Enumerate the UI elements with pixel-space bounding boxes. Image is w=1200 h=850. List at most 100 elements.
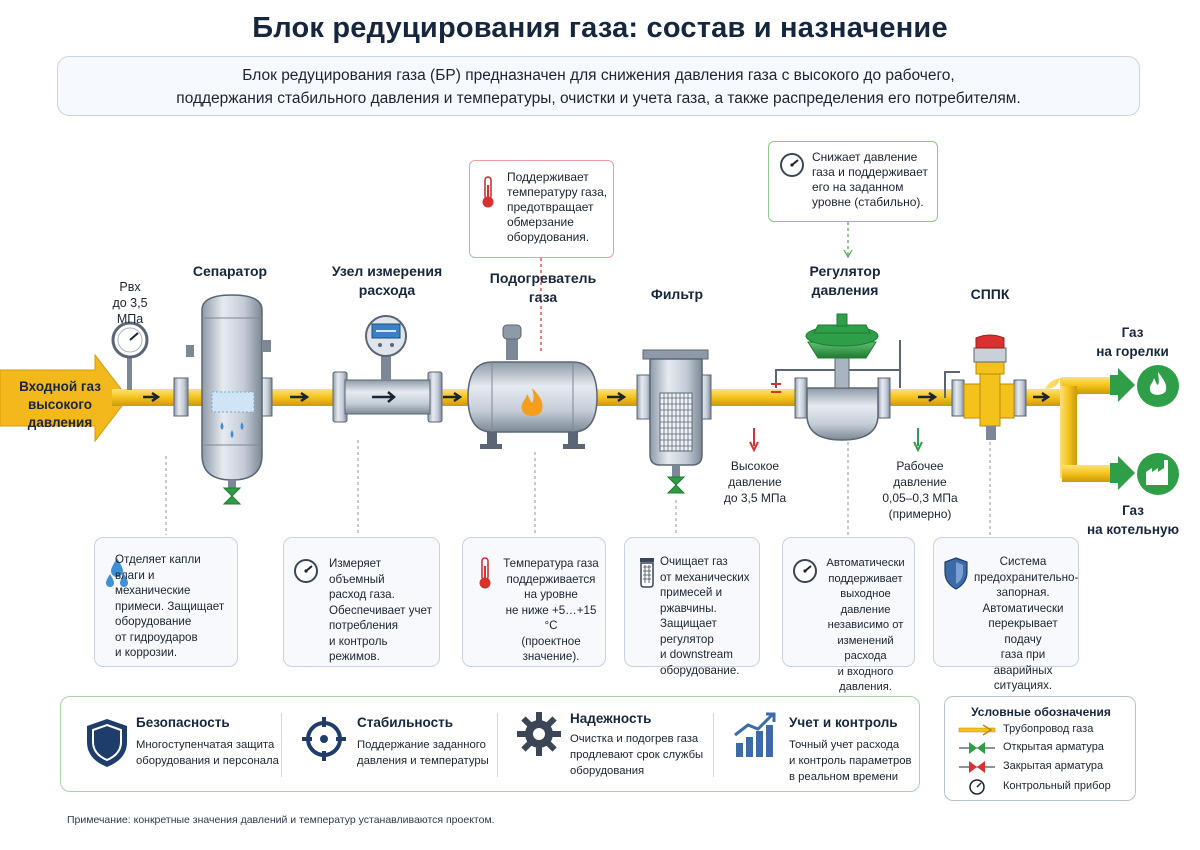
card-line: и входного давления. bbox=[837, 665, 894, 694]
benefit-line: оборудования и персонала bbox=[136, 755, 279, 767]
card-line: Измеряет объемный bbox=[329, 557, 385, 586]
regulator-callout: Снижает давление газа и поддерживает его… bbox=[768, 141, 938, 222]
outlet-boiler-label: Газ на котельную bbox=[1078, 501, 1188, 539]
regulator-label: Регулятор давления bbox=[790, 262, 900, 300]
card-line: поддерживается bbox=[506, 572, 596, 586]
benefit-line: давления и температуры bbox=[357, 755, 489, 767]
work-pressure-line: (примерно) bbox=[888, 507, 952, 521]
filter-drain-valve-open bbox=[666, 476, 686, 494]
intro-line-1: Блок редуцирования газа (БР) предназначе… bbox=[242, 67, 955, 84]
benefit-line: Многоступенчатая защита bbox=[136, 739, 275, 751]
card-line: от механических bbox=[660, 570, 750, 584]
card-line: Система bbox=[999, 555, 1047, 568]
outlet-arrow-boiler bbox=[1110, 456, 1135, 490]
heater-label-1: Подогреватель bbox=[489, 270, 597, 286]
inlet-pressure-gauge bbox=[111, 321, 149, 390]
benefit-title: Безопасность bbox=[136, 715, 230, 730]
heater-callout-line: оборудования. bbox=[507, 230, 590, 244]
separator-drain-valve-open bbox=[222, 487, 242, 505]
card-heater: Температура газа поддерживается на уровн… bbox=[462, 537, 606, 667]
high-pressure-arrow bbox=[749, 428, 759, 453]
water-drops-icon bbox=[106, 558, 128, 587]
heater-callout: Поддерживает температуру газа, предотвра… bbox=[469, 160, 614, 258]
outlet-pipe-bottom bbox=[1062, 465, 1112, 482]
card-line: влаги и механические bbox=[115, 568, 191, 598]
sppk-label: СППК bbox=[970, 286, 1010, 302]
card-line: на уровне bbox=[524, 588, 578, 601]
flow-arrow-2 bbox=[290, 391, 310, 403]
card-line: изменений расхода bbox=[837, 634, 894, 663]
crosshair-icon bbox=[302, 717, 346, 761]
inlet-label-1: Входной газ bbox=[19, 379, 101, 394]
outlet-burners-line: на горелки bbox=[1096, 344, 1169, 359]
benefit-line: Точный учет расхода bbox=[789, 739, 900, 751]
heater-callout-line: температуру газа, bbox=[507, 185, 608, 199]
heater-flame-icon bbox=[521, 388, 543, 416]
flow-meter bbox=[332, 315, 443, 423]
card-line: выходное давление bbox=[840, 588, 891, 616]
heater-callout-line: предотвращает bbox=[507, 200, 594, 214]
meter-label-1: Узел измерения bbox=[331, 263, 443, 279]
card-line: расход газа. bbox=[329, 588, 395, 601]
card-line: запорная. bbox=[996, 586, 1050, 599]
high-pressure-line: Высокое bbox=[730, 459, 780, 473]
growth-chart-icon bbox=[734, 712, 776, 757]
work-pressure-arrow bbox=[913, 428, 923, 453]
sppk-valve bbox=[944, 334, 1027, 440]
legend-item-open-valve: Открытая арматура bbox=[1003, 741, 1104, 753]
pressure-regulator bbox=[771, 313, 901, 441]
legend-item-gauge: Контрольный прибор bbox=[1003, 780, 1111, 792]
card-line: Температура газа bbox=[503, 557, 599, 570]
card-line: и контроль режимов. bbox=[329, 634, 388, 664]
outlet-burners-line: Газ bbox=[1121, 325, 1144, 340]
card-filter: Очищает газ от механических примесей и р… bbox=[624, 537, 760, 677]
gauge-icon bbox=[780, 153, 804, 177]
benefit-line: продлевают срок службы bbox=[570, 749, 704, 761]
legend-symbols bbox=[958, 724, 996, 795]
thermometer-icon bbox=[482, 176, 494, 208]
outlet-burners-label: Газ на горелки bbox=[1085, 323, 1180, 361]
high-pressure-line: до 3,5 МПа bbox=[723, 491, 787, 505]
page-title: Блок редуцирования газа: состав и назнач… bbox=[252, 12, 948, 44]
flow-arrow-5 bbox=[918, 391, 938, 403]
card-line: предохранительно- bbox=[974, 570, 1079, 584]
pipeline-legend-icon bbox=[958, 724, 996, 736]
regulator-callout-line: газа и поддерживает bbox=[812, 165, 928, 179]
meter-label-2: расхода bbox=[358, 282, 416, 298]
benefit-line: в реальном времени bbox=[789, 771, 899, 783]
card-line: не ниже +5…+15 °С bbox=[505, 603, 597, 633]
regulator-callout-line: уровне (стабильно). bbox=[812, 195, 924, 209]
card-line: примеси. Защищает bbox=[115, 599, 225, 613]
card-line: поддерживает bbox=[828, 572, 903, 585]
benefit-line: оборудования bbox=[570, 765, 645, 777]
gas-heater bbox=[467, 324, 598, 449]
high-pressure-line: давление bbox=[728, 475, 782, 489]
legend-item-closed-valve: Закрытая арматура bbox=[1003, 760, 1104, 772]
inlet-pressure-value: до 3,5 МПа bbox=[112, 296, 148, 326]
separator-label: Сепаратор bbox=[192, 263, 268, 279]
regulator-label-2: давления bbox=[811, 282, 879, 298]
heater-label-2: газа bbox=[528, 289, 558, 305]
benefit-reliability: Надежность Очистка и подогрев газа продл… bbox=[498, 697, 710, 793]
benefit-divider bbox=[713, 713, 714, 777]
benefit-divider bbox=[281, 713, 282, 777]
card-line: газа при аварийных bbox=[993, 648, 1053, 677]
filter-icon bbox=[640, 558, 654, 588]
card-line: Очищает газ bbox=[660, 555, 728, 568]
shield-icon bbox=[944, 557, 968, 590]
benefit-title: Стабильность bbox=[357, 715, 454, 730]
closed-valve-legend-icon bbox=[959, 761, 995, 773]
footnote: Примечание: конкретные значения давлений… bbox=[67, 814, 495, 826]
card-line: потребления bbox=[329, 619, 399, 632]
inlet-pressure-symbol: Рвх bbox=[119, 280, 141, 294]
benefit-stability: Стабильность Поддержание заданного давле… bbox=[282, 697, 496, 793]
work-pressure-line: давление bbox=[893, 475, 947, 489]
legend-item-pipeline: Трубопровод газа bbox=[1003, 723, 1094, 735]
inlet-label: Входной газ высокого давления bbox=[10, 378, 110, 432]
card-sppk: Система предохранительно- запорная. Авто… bbox=[933, 537, 1079, 692]
legend-title: Условные обозначения bbox=[971, 705, 1111, 719]
inlet-label-3: давления bbox=[27, 415, 93, 430]
gas-filter bbox=[636, 349, 712, 477]
card-line: примесей и ржавчины. bbox=[660, 586, 723, 615]
inlet-pressure-label: Рвх до 3,5 МПа bbox=[100, 279, 160, 327]
